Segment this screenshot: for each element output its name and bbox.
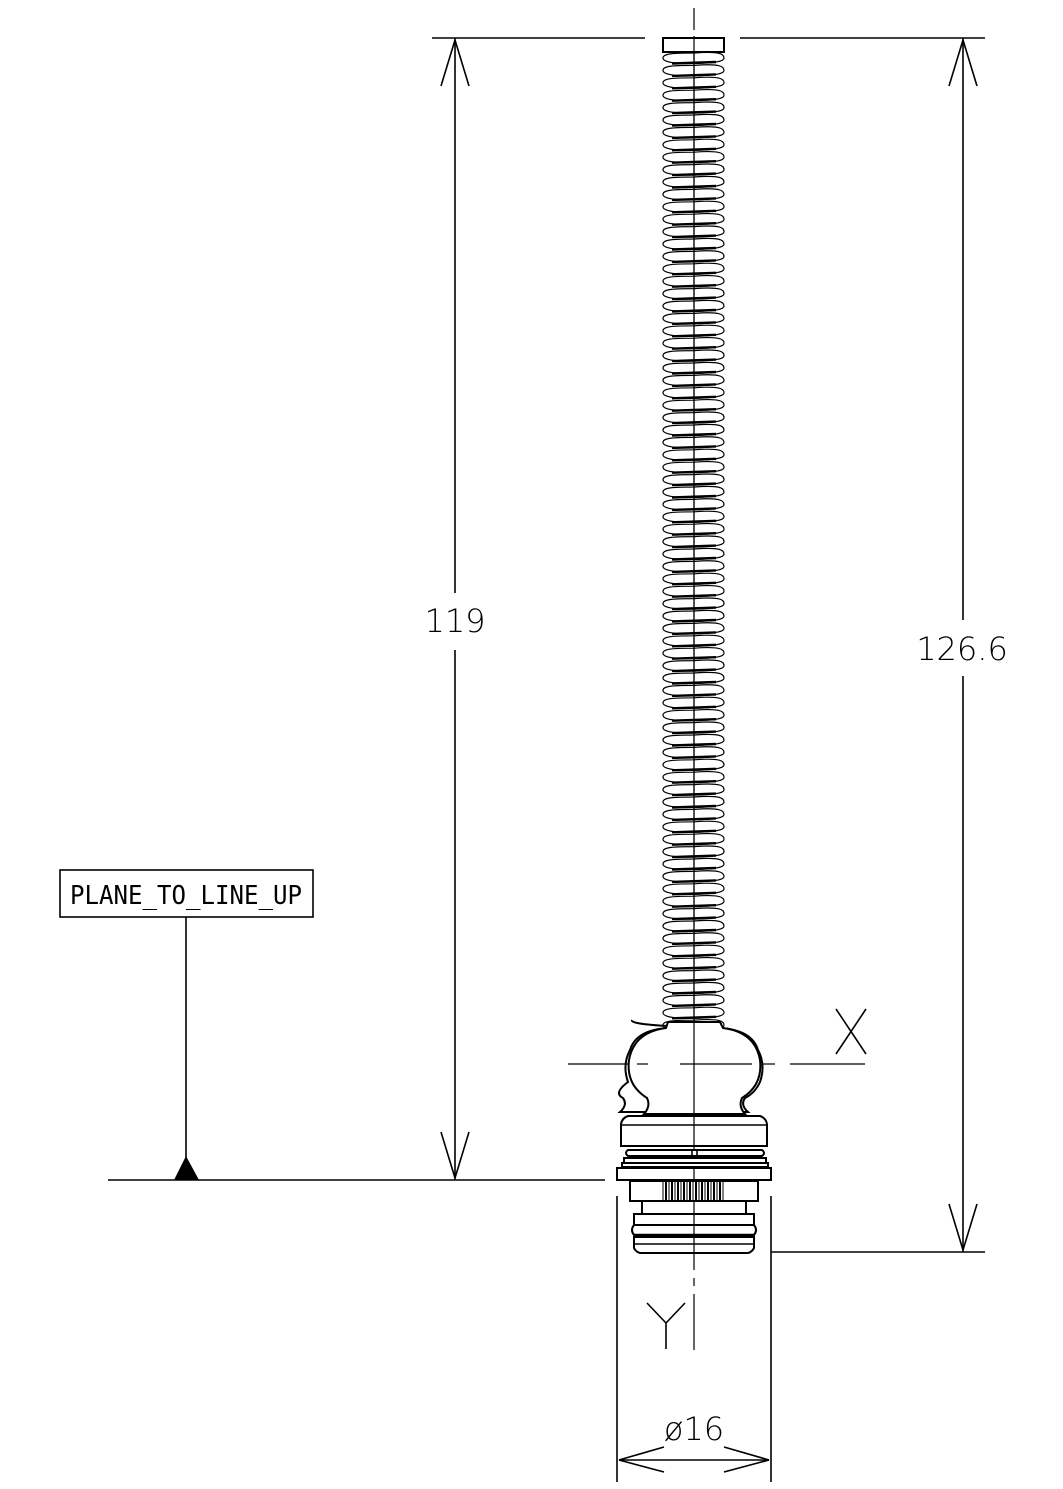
lower-body [631, 1213, 757, 1254]
datum-label-box [59, 869, 314, 918]
x-axis-text: X [851, 1049, 852, 1051]
dimension-119: 119 [424, 38, 486, 1180]
datum-plane: PLANE_TO_LINE_UP [59, 869, 605, 1181]
dimension-126-6-text: 126.6 [916, 630, 1008, 668]
spring [662, 37, 725, 1032]
knob-body [617, 1019, 764, 1115]
dimension-126-6: 126.6 [771, 38, 1008, 1253]
dimension-diameter-text: ø16 [664, 1410, 724, 1448]
spline-section [629, 1180, 759, 1215]
dimension-diameter-16: ø16 [616, 1196, 772, 1482]
y-axis-label: Y [646, 1302, 686, 1349]
cap-band [616, 1115, 772, 1181]
x-axis-label: X [835, 1008, 867, 1055]
dimension-119-text: 119 [424, 602, 485, 640]
y-axis-text: Y [666, 1339, 667, 1341]
datum-label-text: PLANE_TO_LINE_UP [70, 881, 302, 911]
